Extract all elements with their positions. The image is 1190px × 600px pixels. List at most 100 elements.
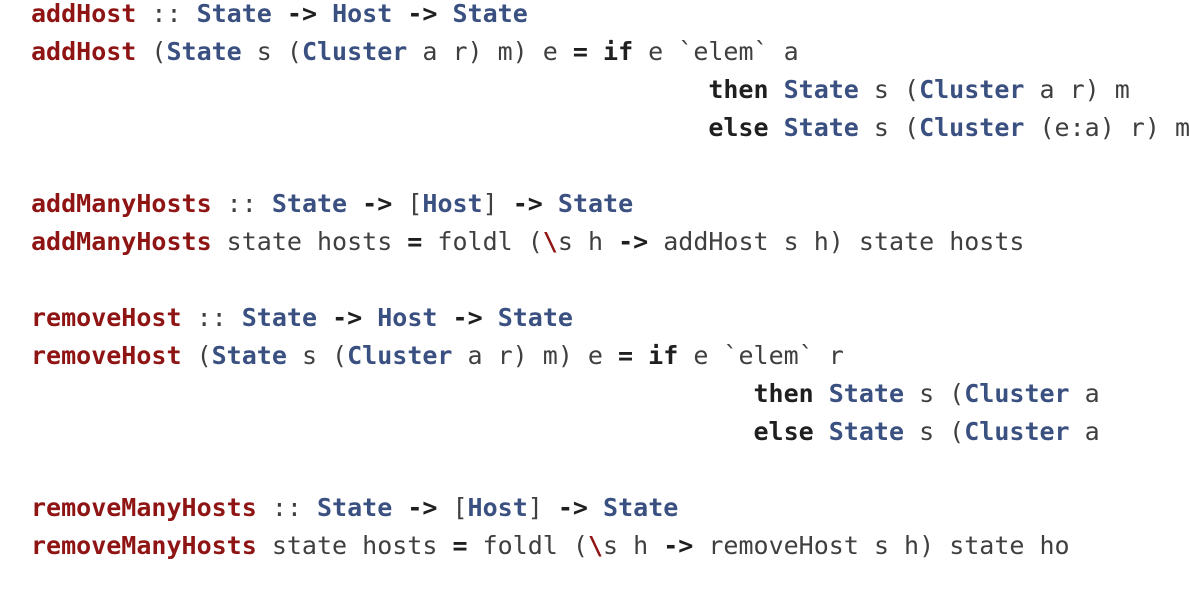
code-line: else State s (Cluster a [31,413,1190,451]
code-text: s h [557,227,619,256]
type-name: Host [467,493,528,522]
keyword: else [708,113,769,142]
type-name: State [783,113,859,142]
code-text [769,113,784,142]
operator: -> [407,493,438,522]
code-text [347,189,362,218]
code-text [633,341,648,370]
function-name: addManyHosts [31,227,212,256]
operator: -> [557,493,588,522]
blank-line [31,147,1190,185]
type-name: Host [422,189,483,218]
code-text: e `elem` a [633,37,799,66]
code-text [362,303,377,332]
operator: = [452,531,468,560]
code-text: :: [181,303,242,332]
operator: -> [663,531,694,560]
code-text: e `elem` r [678,341,844,370]
code-text [588,37,603,66]
code-text [392,493,407,522]
operator: -> [407,0,438,28]
code-text: a r) m) e [407,37,573,66]
code-line: addHost :: State -> Host -> State [31,0,1190,33]
operator: -> [286,0,318,28]
type-name: Cluster [964,417,1070,446]
code-text: s ( [241,37,302,66]
type-name: Cluster [347,341,453,370]
code-text: [ [437,493,468,522]
type-name: State [783,75,859,104]
code-text: ] [482,189,513,218]
code-text: foldl ( [422,227,543,256]
code-text [543,189,558,218]
type-name: State [196,0,272,28]
code-text: :: [256,493,317,522]
type-name: State [828,417,905,446]
code-text [31,417,753,446]
type-name: State [271,189,348,218]
code-text: ( [136,37,167,66]
code-text [814,417,829,446]
type-name: State [241,303,317,332]
code-line: removeManyHosts :: State -> [Host] -> St… [31,489,1190,527]
blank-line [31,261,1190,299]
lambda-backslash: \ [587,531,603,560]
function-name: addHost [31,37,137,66]
type-name: Host [332,0,393,28]
code-text: s ( [858,75,920,104]
code-line: then State s (Cluster a r) m [31,71,1190,109]
code-text: ] [527,493,558,522]
code-text [769,75,784,104]
code-text [437,0,452,28]
code-text: s h [603,531,664,560]
code-text: a [1069,417,1100,446]
operator: -> [618,227,649,256]
code-text [31,75,708,104]
type-name: Host [377,303,438,332]
operator: -> [512,189,543,218]
type-name: State [452,0,528,28]
code-text [317,303,332,332]
function-name: removeManyHosts [31,531,257,560]
code-text: [ [392,189,423,218]
code-line: else State s (Cluster (e:a) r) m [31,109,1190,147]
type-name: State [211,341,287,370]
keyword: if [603,37,634,66]
code-text: a [1069,379,1100,408]
code-text [392,0,407,28]
code-line: removeHost (State s (Cluster a r) m) e =… [31,337,1190,375]
code-text [31,379,753,408]
keyword: else [753,417,814,446]
type-name: Cluster [964,379,1070,408]
keyword: then [753,379,814,408]
code-text: state hosts [256,531,453,560]
code-text: s ( [904,417,965,446]
operator: -> [362,189,393,218]
operator: = [618,341,634,370]
function-name: removeManyHosts [31,493,257,522]
operator: -> [332,303,363,332]
code-line: addHost (State s (Cluster a r) m) e = if… [31,33,1190,71]
keyword: then [708,75,769,104]
code-line: then State s (Cluster a [31,375,1190,413]
type-name: State [557,189,634,218]
code-text [317,0,332,28]
code-text: a r) m [1024,75,1130,104]
code-text: addHost s h) state hosts [648,227,1025,256]
type-name: Cluster [919,75,1025,104]
code-line: addManyHosts state hosts = foldl (\s h -… [31,223,1190,261]
type-name: State [497,303,573,332]
operator: = [572,37,588,66]
code-text [483,303,498,332]
code-text: removeHost s h) state ho [693,531,1070,560]
code-text: a r) m) e [452,341,619,370]
type-name: Cluster [919,113,1025,142]
function-name: addHost [31,0,137,28]
operator: = [407,227,423,256]
keyword: if [648,341,679,370]
code-line: removeHost :: State -> Host -> State [31,299,1190,337]
code-text: :: [211,189,272,218]
code-text: (e:a) r) m [1024,113,1190,142]
code-text [814,379,829,408]
